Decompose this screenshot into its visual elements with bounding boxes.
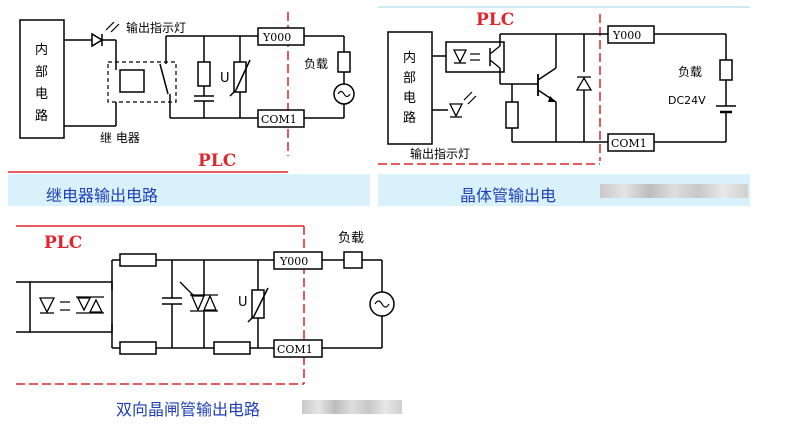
y000-label: Y000 (279, 255, 308, 268)
bias-resistor (505, 101, 519, 129)
triac-caption: 双向晶闸管输出电路 (116, 400, 261, 419)
opto-led-icon (38, 297, 56, 314)
com1-label: COM1 (611, 137, 647, 150)
indicator-label: 输出指示灯 (126, 20, 186, 35)
transistor-circuit-diagram: PLC 内 部 电 路 输出指示灯 (378, 6, 750, 165)
relay-coil (119, 69, 145, 93)
plc-label: PLC (476, 10, 514, 30)
internal-circuit-label-4: 路 (403, 110, 416, 126)
optocoupler (445, 41, 505, 73)
varistor-label: U (238, 295, 248, 310)
internal-circuit-label-1: 内 (403, 50, 416, 66)
relay-caption: 继电器输出电路 (46, 186, 159, 205)
indicator-led-icon (91, 32, 104, 48)
plc-label: PLC (44, 233, 82, 253)
internal-circuit-label-3: 电 (35, 87, 48, 102)
load-icon (719, 59, 733, 81)
varistor-label: U (220, 71, 230, 86)
caption-band (8, 174, 370, 206)
protection-diode-icon (575, 76, 593, 91)
load-label: 负载 (678, 65, 702, 79)
indicator-label: 输出指示灯 (410, 146, 470, 161)
blurred-caption-text (600, 184, 748, 198)
blurred-caption-text (302, 400, 402, 414)
relay-contact (159, 63, 169, 95)
indicator-led-icon (448, 103, 464, 118)
gate-resistor-bottom (119, 341, 157, 355)
triac-circuit-diagram: PLC (16, 225, 395, 385)
triac-icon (191, 295, 205, 312)
internal-circuit-label-2: 部 (35, 65, 48, 80)
snubber-resistor (213, 341, 251, 355)
relay-label: 继 电器 (100, 131, 140, 145)
internal-circuit-label-4: 路 (35, 108, 48, 124)
snubber-resistor (197, 61, 211, 87)
internal-circuit-box (387, 31, 433, 145)
com1-label: COM1 (261, 113, 297, 126)
supply-label: DC24V (668, 94, 706, 107)
internal-circuit-label-3: 电 (403, 91, 416, 106)
varistor (251, 289, 265, 319)
relay-output-panel: PLC 内 部 电 路 输出指示灯 继 电器 (8, 6, 370, 206)
opto-led-icon (452, 49, 468, 64)
internal-circuit-box (19, 19, 65, 139)
load-icon (343, 251, 363, 269)
varistor (233, 61, 247, 93)
internal-circuit-label-1: 内 (35, 42, 48, 58)
relay-box (107, 61, 177, 103)
transistor-caption: 晶体管输出电 (460, 186, 557, 205)
transistor-output-panel: PLC 内 部 电 路 输出指示灯 (378, 6, 750, 206)
y000-label: Y000 (262, 31, 291, 44)
triac-output-panel: PLC (8, 220, 404, 420)
plc-label: PLC (198, 151, 236, 171)
y000-label: Y000 (612, 29, 641, 42)
com1-label: COM1 (277, 343, 313, 356)
load-label: 负载 (304, 57, 328, 71)
gate-resistor-top (119, 253, 157, 267)
load-label: 负载 (338, 231, 364, 246)
internal-circuit-label-2: 部 (403, 71, 416, 86)
load-icon (337, 51, 351, 73)
relay-circuit-diagram: PLC 内 部 电 路 输出指示灯 继 电器 (8, 12, 355, 173)
